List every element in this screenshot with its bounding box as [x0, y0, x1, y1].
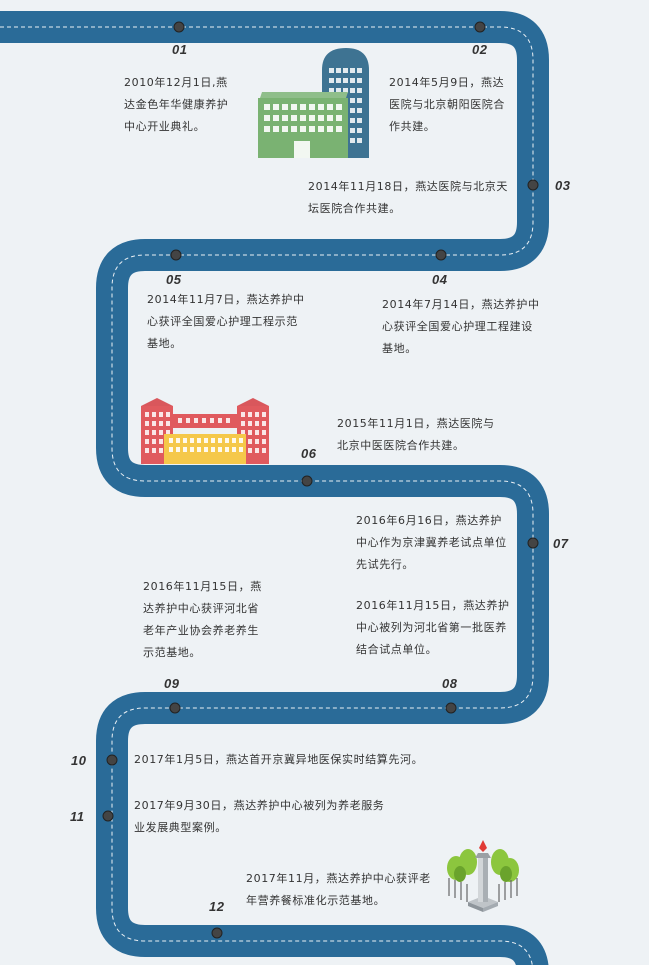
milestone-text-03: 2014年11月18日，燕达医院与北京天坛医院合作共建。	[308, 180, 508, 215]
marker-11	[102, 810, 114, 822]
marker-07	[527, 537, 539, 549]
marker-09	[169, 702, 181, 714]
milestone-number-12: 12	[209, 899, 225, 914]
marker-10	[106, 754, 118, 766]
milestone-number-01: 01	[172, 42, 188, 57]
milestone-text-09: 2016年11月15日，燕达养护中心获评河北省老年产业协会养老养生示范基地。	[143, 580, 262, 659]
milestone-text-06: 2015年11月1日，燕达医院与北京中医医院合作共建。	[337, 417, 495, 452]
milestone-number-02: 02	[472, 42, 488, 57]
marker-08	[445, 702, 457, 714]
care-center-building-icon	[141, 398, 269, 464]
road-dash	[0, 26, 534, 965]
milestone-text-07a: 2016年6月16日，燕达养护中心作为京津冀养老试点单位先试先行。	[356, 514, 507, 571]
milestone-text-12: 2017年11月，燕达养护中心获评老年营养餐标准化示范基地。	[246, 872, 431, 907]
milestone-number-08: 08	[442, 676, 458, 691]
road-markers	[102, 21, 539, 939]
hospital-building-icon	[258, 48, 369, 158]
milestone-number-07: 07	[553, 536, 569, 551]
milestone-number-04: 04	[432, 272, 448, 287]
milestone-text-10: 2017年1月5日，燕达首开京冀异地医保实时结算先河。	[134, 753, 424, 766]
milestone-number-09: 09	[164, 676, 180, 691]
milestone-number-06: 06	[301, 446, 317, 461]
marker-12	[211, 927, 223, 939]
milestone-text-11: 2017年9月30日，燕达养护中心被列为养老服务业发展典型案例。	[134, 799, 385, 834]
marker-05	[170, 249, 182, 261]
milestone-number-05: 05	[166, 272, 182, 287]
milestone-number-11: 11	[70, 809, 85, 824]
marker-01	[173, 21, 185, 33]
monument-icon	[447, 840, 519, 912]
milestone-text-02: 2014年5月9日，燕达医院与北京朝阳医院合作共建。	[389, 76, 505, 133]
milestone-number-03: 03	[555, 178, 571, 193]
marker-04	[435, 249, 447, 261]
milestone-number-10: 10	[71, 753, 87, 768]
milestone-text-04: 2014年7月14日，燕达养护中心获评全国爱心护理工程建设基地。	[382, 298, 540, 355]
marker-02	[474, 21, 486, 33]
milestone-text-05: 2014年11月7日，燕达养护中心获评全国爱心护理工程示范基地。	[147, 293, 305, 350]
milestone-text-07b: 2016年11月15日，燕达养护中心被列为河北省第一批医养结合试点单位。	[356, 599, 510, 656]
milestone-text-01: 2010年12月1日,燕达金色年华健康养护中心开业典礼。	[124, 76, 229, 133]
marker-06	[301, 475, 313, 487]
marker-03	[527, 179, 539, 191]
